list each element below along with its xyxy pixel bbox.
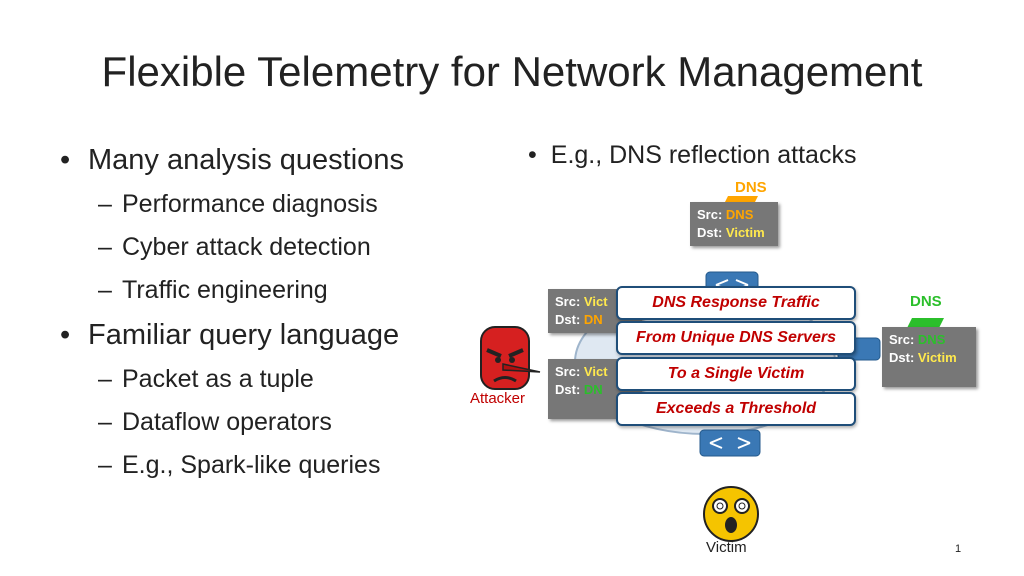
bullet-item: • Many analysis questions [58, 140, 458, 184]
dash-marker: – [98, 276, 112, 304]
sub-bullet-item: –Packet as a tuple [58, 359, 458, 402]
bullet-text: Many analysis questions [88, 144, 404, 176]
sub-bullet-item: –Cyber attack detection [58, 227, 458, 270]
bullet-dot: • [60, 144, 71, 176]
right-bullet-item: • E.g., DNS reflection attacks [528, 141, 856, 170]
page-number: 1 [955, 543, 962, 555]
dash-marker: – [98, 365, 112, 393]
dst-value: DN [583, 312, 603, 327]
dash-marker: – [98, 451, 112, 479]
src-value: Vict [583, 364, 608, 379]
src-value: DNS [725, 207, 754, 222]
sub-bullet-text: Traffic engineering [122, 276, 328, 304]
right-bullet-text: E.g., DNS reflection attacks [550, 141, 857, 169]
victim-label: Victim [706, 539, 747, 556]
bullet-item: • Familiar query language [58, 315, 458, 359]
sub-bullet-text: E.g., Spark-like queries [122, 451, 381, 479]
query-box-unique-servers: From Unique DNS Servers [616, 321, 856, 355]
sub-bullet-text: Packet as a tuple [122, 365, 314, 393]
bullet-text: Familiar query language [88, 319, 400, 351]
dst-label: Dst: [697, 225, 723, 240]
dst-label: Dst: [555, 382, 581, 397]
attacker-label: Attacker [470, 390, 526, 407]
packet-note-right: Src: DNS Dst: Victim [882, 327, 976, 387]
src-value: Vict [583, 294, 608, 309]
left-bullet-list: •Many analysis questions –Performance di… [58, 140, 458, 488]
sub-bullet-item: –Dataflow operators [58, 402, 458, 445]
dst-label: Dst: [889, 350, 915, 365]
packet-note-top: Src: DNS Dst: Victim [690, 202, 778, 246]
query-box-threshold: Exceeds a Threshold [616, 392, 856, 426]
dash-marker: – [98, 408, 112, 436]
dash-marker: – [98, 233, 112, 261]
dns-server-label: DNS [910, 293, 942, 310]
dst-value: Victim [725, 225, 765, 240]
src-label: Src: [555, 364, 581, 379]
src-label: Src: [889, 332, 915, 347]
query-box-dns-response: DNS Response Traffic [616, 286, 856, 320]
sub-bullet-text: Dataflow operators [122, 408, 332, 436]
src-value: DNS [917, 332, 946, 347]
sub-bullet-text: Cyber attack detection [122, 233, 371, 261]
dst-value: Victim [917, 350, 957, 365]
victim-icon [703, 486, 759, 542]
bullet-dot: • [528, 141, 537, 169]
src-label: Src: [697, 207, 723, 222]
dash-marker: – [98, 190, 112, 218]
sub-bullet-item: –Traffic engineering [58, 270, 458, 313]
router-icon [699, 429, 761, 457]
slide-title: Flexible Telemetry for Network Managemen… [101, 48, 923, 95]
src-label: Src: [555, 294, 581, 309]
sub-bullet-item: –E.g., Spark-like queries [58, 445, 458, 488]
sub-bullet-item: –Performance diagnosis [58, 184, 458, 227]
bullet-dot: • [60, 319, 71, 351]
dst-value: DN [583, 382, 603, 397]
dns-server-label: DNS [735, 179, 767, 196]
dst-label: Dst: [555, 312, 581, 327]
query-box-single-victim: To a Single Victim [616, 357, 856, 391]
attacker-icon [480, 326, 541, 390]
sub-bullet-text: Performance diagnosis [122, 190, 378, 218]
